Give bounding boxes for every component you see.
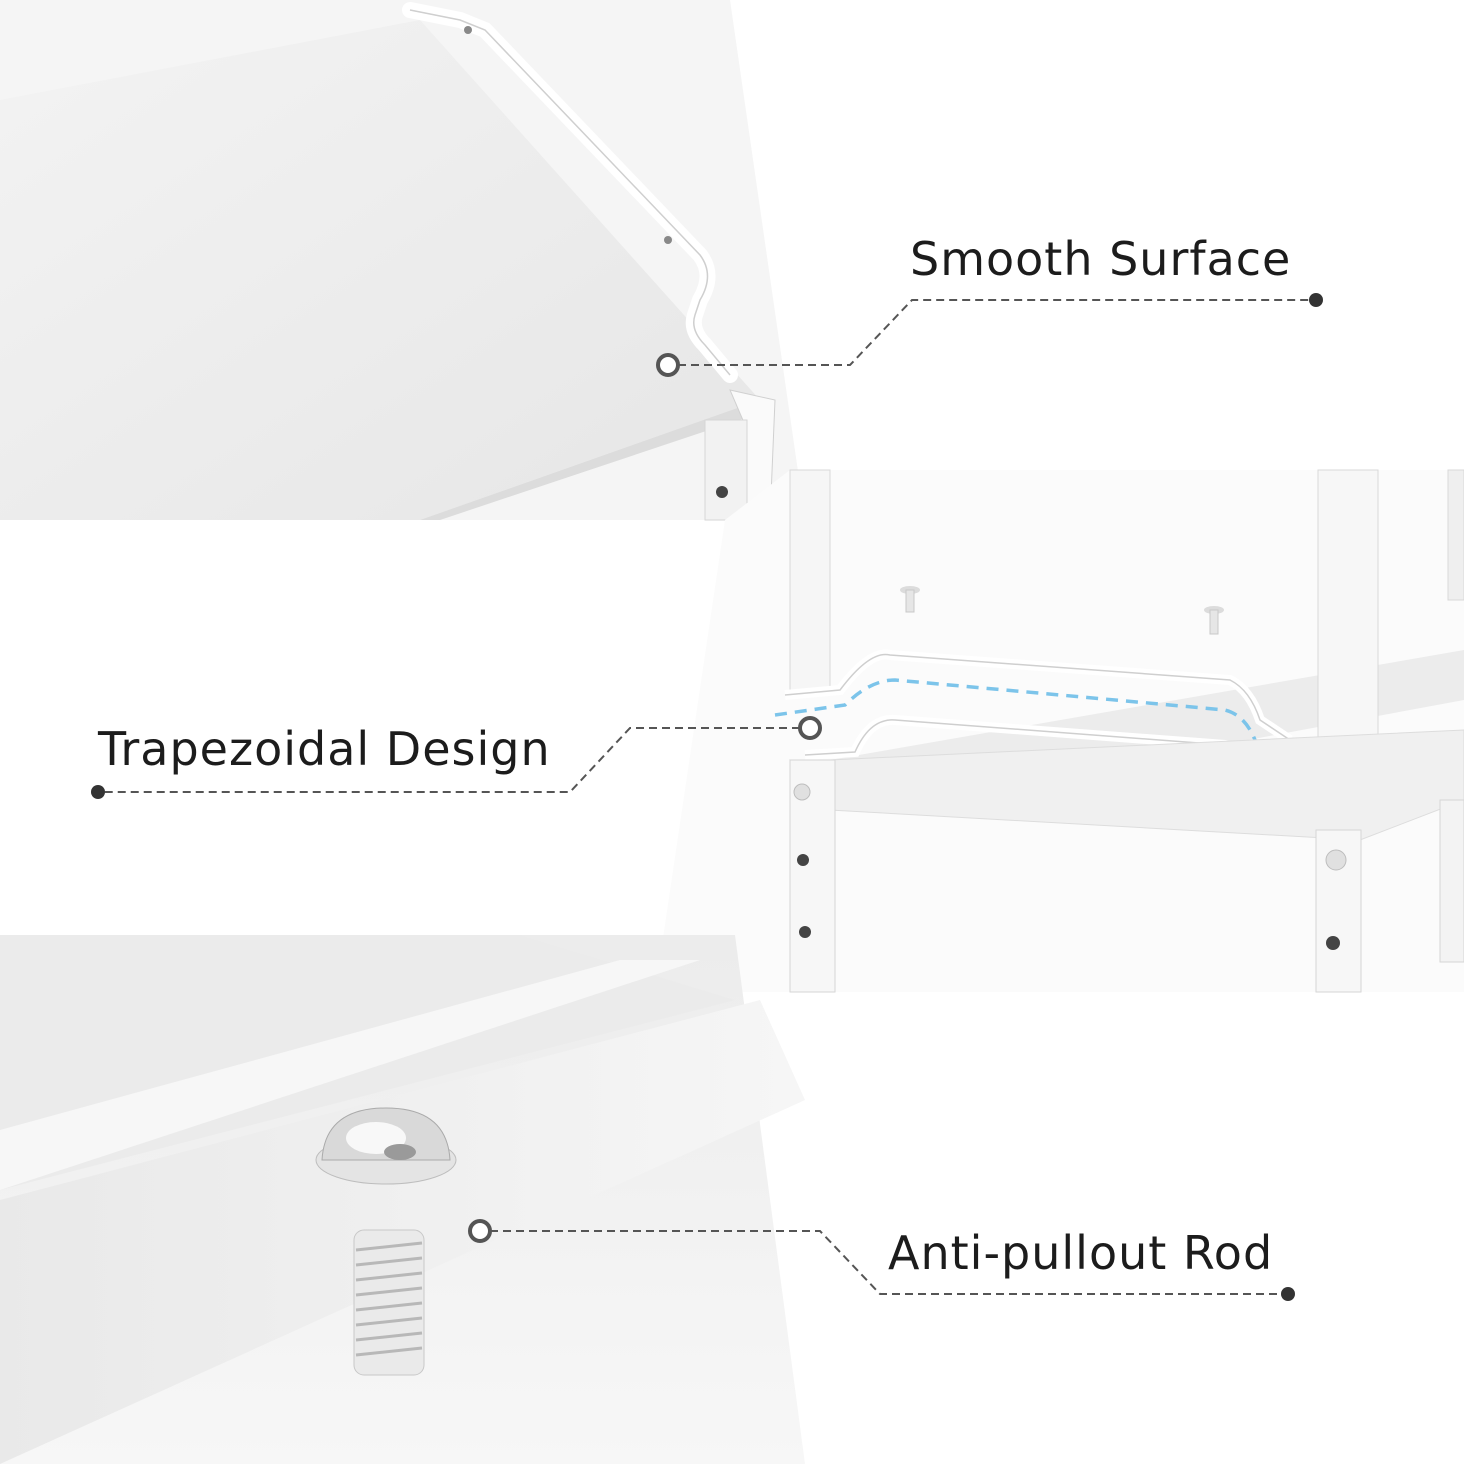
- smooth-surface-leader: [678, 299, 1316, 366]
- hollow-circle-icon: [656, 353, 680, 377]
- filled-dot-icon: [91, 785, 105, 799]
- screw-icon: [315, 1107, 457, 1376]
- anti-pullout-rod-label: Anti-pullout Rod: [888, 1226, 1274, 1280]
- upper-post-left: [789, 469, 831, 696]
- upper-post-right: [1317, 469, 1379, 751]
- screw-icon: [1204, 606, 1224, 635]
- screw-icon: [900, 586, 920, 613]
- hollow-circle-icon: [798, 716, 822, 740]
- filled-dot-icon: [1281, 1287, 1295, 1301]
- trapezoidal-design-leader: [98, 727, 800, 793]
- shelf-edge: [420, 400, 775, 520]
- shelf-top-surface: [0, 20, 760, 520]
- filled-dot-icon: [1309, 293, 1323, 307]
- shelf-leg: [704, 419, 748, 521]
- smooth-surface-label: Smooth Surface: [910, 232, 1292, 286]
- trapezoidal-design-label: Trapezoidal Design: [98, 722, 551, 776]
- hollow-circle-icon: [468, 1219, 492, 1243]
